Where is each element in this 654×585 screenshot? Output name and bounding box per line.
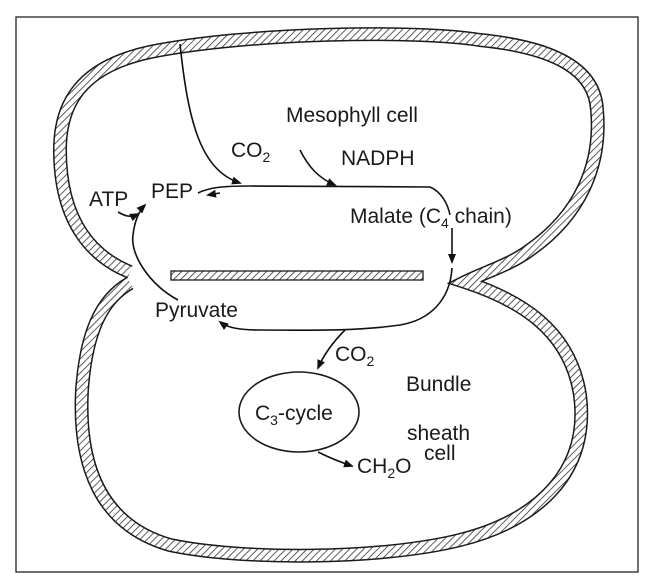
c3-cycle-ellipse: [238, 371, 360, 453]
ch2o-text-b: O: [395, 455, 412, 478]
nadph-label: NADPH: [341, 147, 415, 170]
ch2o-subscript: 2: [387, 465, 396, 481]
malate-subscript: 4: [441, 215, 449, 231]
co2-top-subscript: 2: [262, 149, 271, 165]
c3-subscript: 3: [270, 412, 278, 428]
co2-inflow-arrow: [179, 43, 242, 185]
pep-to-malate-line: [197, 185, 451, 216]
co2-bottom-text: CO: [335, 343, 367, 366]
atp-label: ATP: [89, 188, 129, 211]
pyruvate-return-arrow: [218, 267, 453, 332]
pyruvate-to-pep-arrow: [131, 203, 179, 301]
ch2o-output-arrow: [317, 451, 354, 468]
co2-top-label: CO2: [231, 139, 270, 164]
cell-label: cell: [424, 442, 456, 465]
figure-frame: [15, 16, 639, 573]
c3-cycle-label: C3-cycle: [255, 402, 333, 427]
co2-release-arrow: [317, 329, 346, 370]
co2-bottom-subscript: 2: [366, 353, 375, 369]
ch2o-label: CH2O: [357, 455, 412, 480]
malate-text-a: Malate (C: [350, 205, 442, 228]
atp-arrow: [117, 211, 140, 222]
malate-label: Malate (C4 chain): [350, 205, 512, 230]
ch2o-text-a: CH: [357, 455, 388, 478]
c3-text-post: -cycle: [277, 402, 333, 425]
cell-wall-hatching: [54, 28, 604, 562]
pyruvate-label: Pyruvate: [155, 299, 238, 322]
co2-top-text: CO: [231, 139, 263, 162]
malate-text-b: chain): [448, 205, 512, 228]
co2-bottom-label: CO2: [335, 343, 374, 368]
pep-arrowhead: [206, 189, 221, 198]
nadph-arrow: [299, 149, 337, 186]
bundle-label: Bundle: [406, 373, 472, 396]
c3-text-pre: C: [255, 402, 271, 425]
pep-label: PEP: [151, 180, 194, 203]
dividing-wall: [170, 270, 424, 281]
mesophyll-cell-label: Mesophyll cell: [286, 104, 418, 127]
sheath-label: sheath: [407, 422, 471, 445]
